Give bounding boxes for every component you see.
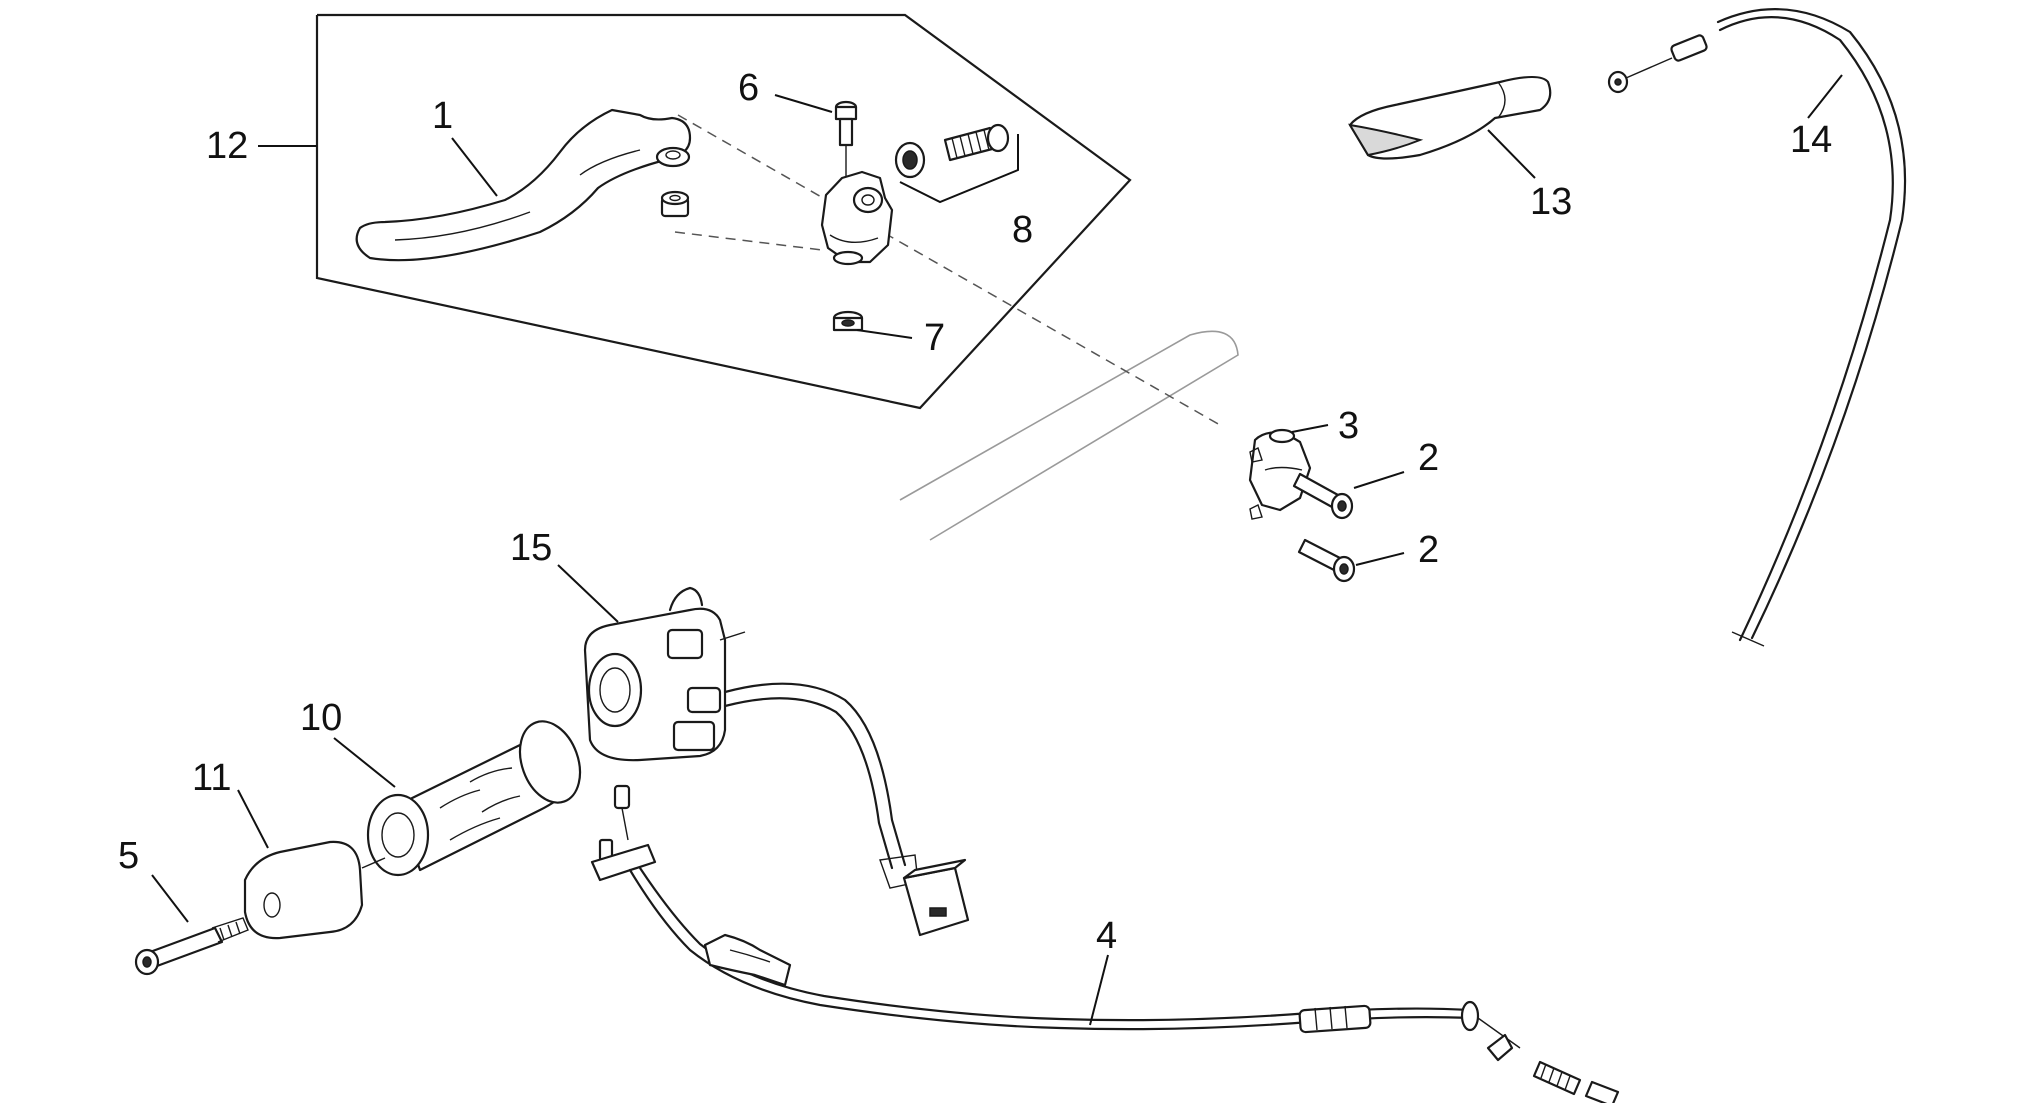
part-label-13: 13 <box>1530 181 1572 223</box>
part-label-3: 3 <box>1338 405 1359 447</box>
part-label-10: 10 <box>300 697 342 739</box>
part-label-2-upper: 2 <box>1418 437 1439 479</box>
pivot-nut <box>660 190 690 218</box>
throttle-cable <box>590 784 1620 1103</box>
long-cable <box>1607 8 1907 647</box>
lever-assembly-frame <box>315 13 1132 410</box>
part-label-5: 5 <box>118 835 139 877</box>
part-label-11: 11 <box>192 757 231 799</box>
part-label-8: 8 <box>1012 209 1033 251</box>
clamp-bolt-lower <box>1297 538 1356 583</box>
part-label-15: 15 <box>510 527 552 569</box>
part-label-14: 14 <box>1790 119 1832 161</box>
part-label-1: 1 <box>432 95 453 137</box>
switch-housing <box>583 586 970 937</box>
clutch-lever <box>355 108 692 262</box>
leader-lines <box>151 74 1843 1026</box>
bracket-nut <box>832 310 864 332</box>
hand-grip <box>366 720 582 877</box>
clamp-bolt-upper <box>1292 472 1354 520</box>
cable-adjuster <box>894 123 1019 204</box>
part-label-7: 7 <box>924 317 945 359</box>
part-label-6: 6 <box>738 67 759 109</box>
part-label-12: 12 <box>206 125 248 167</box>
part-label-2-lower: 2 <box>1418 529 1439 571</box>
part-label-4: 4 <box>1096 915 1117 957</box>
bar-end-bolt <box>134 917 249 976</box>
lever-bracket <box>820 170 894 266</box>
handlebar-clamp <box>1248 428 1312 520</box>
handlebar-tube-outline <box>899 330 1239 541</box>
lever-guard <box>1348 75 1552 160</box>
alignment-lines <box>674 114 1221 426</box>
bar-end-weight <box>243 840 386 940</box>
